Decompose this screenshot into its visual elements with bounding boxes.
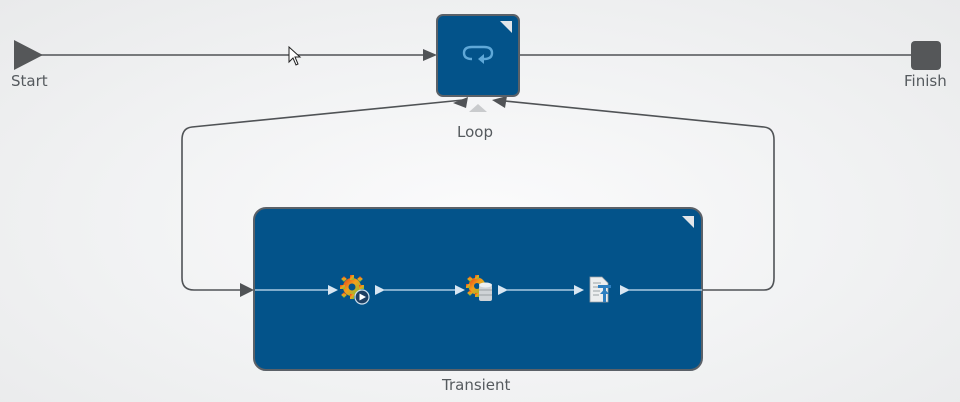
edge-start-to-loop[interactable] — [40, 49, 437, 61]
corner-indicator-icon — [500, 21, 512, 33]
inner-edge-step-2-to-step-3[interactable] — [498, 285, 584, 295]
expand-triangle-icon[interactable] — [469, 104, 487, 112]
edge-transient-to-loop[interactable] — [492, 96, 775, 291]
inner-edge-entry-to-step-1[interactable] — [255, 285, 338, 295]
corner-indicator-icon — [682, 216, 694, 228]
edge-loop-to-transient[interactable] — [181, 97, 468, 297]
inner-edge-step-3-to-exit[interactable] — [620, 285, 702, 295]
step-3-document-upload-icon[interactable] — [589, 276, 611, 303]
transient-label: Transient — [442, 376, 511, 394]
step-2-gear-database-icon[interactable] — [466, 275, 492, 301]
step-1-gear-play-icon[interactable] — [340, 275, 370, 305]
loop-node[interactable] — [436, 14, 520, 112]
loop-label: Loop — [457, 123, 493, 141]
mouse-cursor-icon — [288, 45, 302, 66]
finish-node[interactable] — [911, 41, 941, 70]
loop-icon — [462, 45, 494, 64]
inner-edge-step-1-to-step-2[interactable] — [375, 285, 465, 295]
finish-label: Finish — [904, 72, 947, 90]
transient-container[interactable] — [253, 207, 703, 371]
start-node[interactable] — [14, 40, 43, 70]
start-label: Start — [11, 72, 48, 90]
